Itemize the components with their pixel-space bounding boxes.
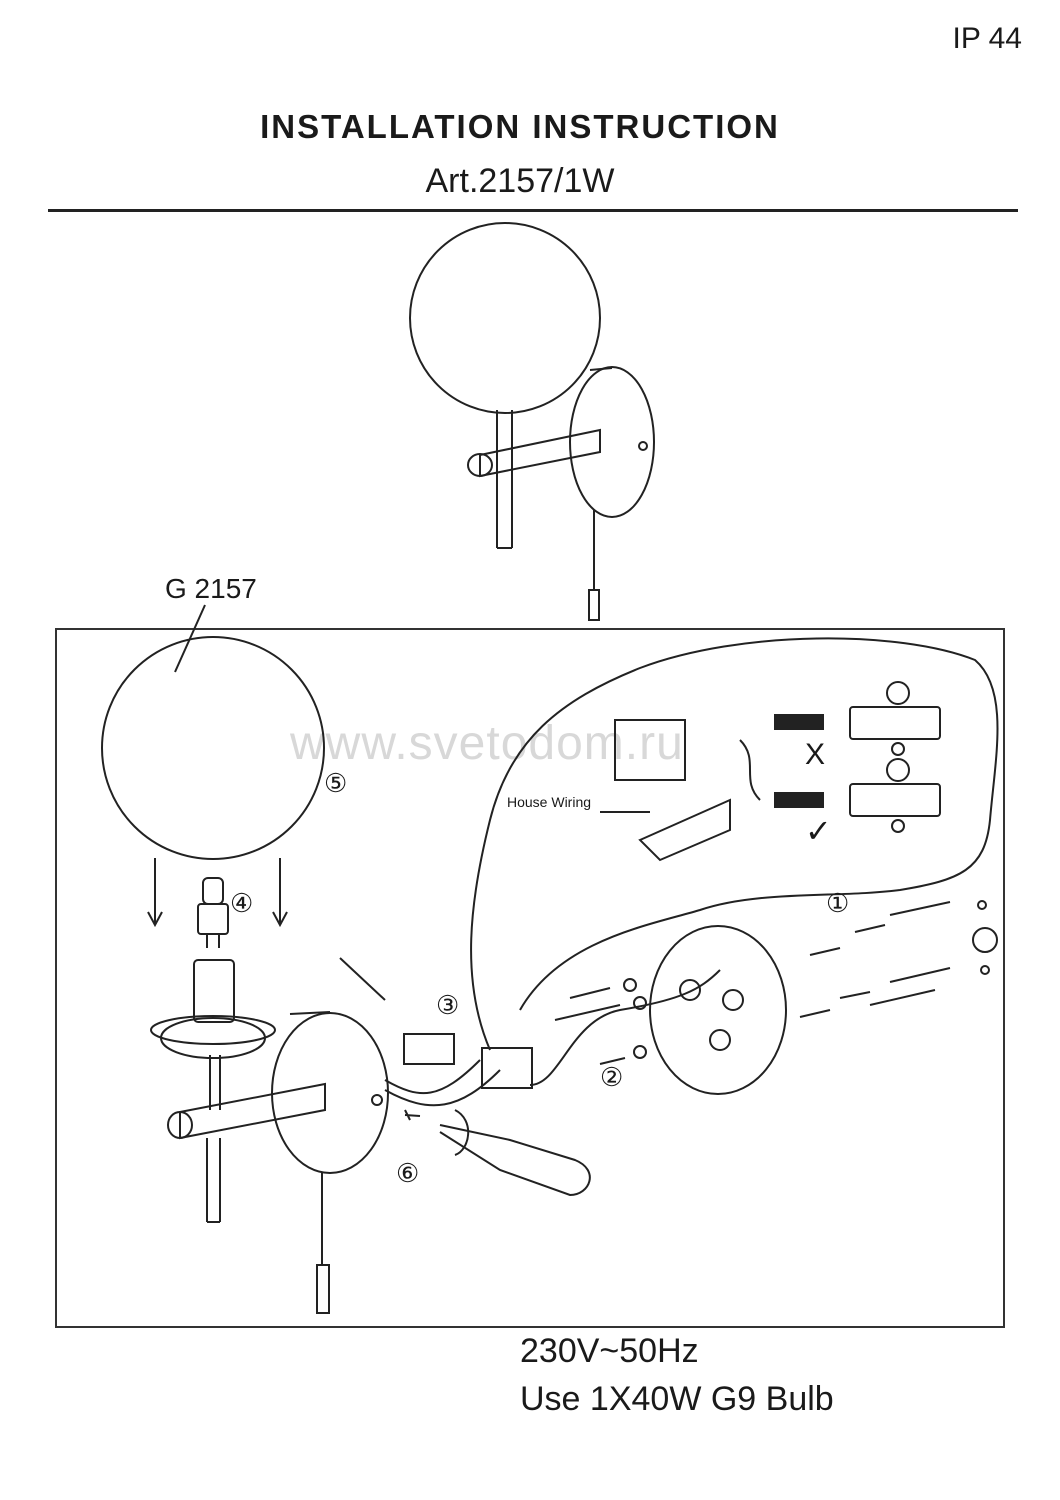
junction-box	[614, 719, 686, 781]
screwdriver	[439, 1124, 591, 1197]
correct-connection-mark: ✓	[805, 813, 832, 849]
step-2-label: ②	[600, 1062, 624, 1092]
step-6-label: ⑥	[396, 1158, 420, 1188]
wall-plate	[271, 1012, 389, 1174]
house-wiring-label: House Wiring	[507, 794, 592, 810]
watermark: www.svetodom.ru	[290, 717, 684, 770]
ip-rating: IP 44	[952, 22, 1022, 55]
article-number: Art.2157/1W	[425, 162, 615, 200]
terminal-block	[481, 1047, 533, 1089]
voltage-spec: 230V~50Hz	[520, 1332, 699, 1370]
exploded-diagram-frame	[55, 628, 1005, 1328]
detail-balloon	[470, 637, 999, 1051]
bulb-spec: Use 1X40W G9 Bulb	[520, 1380, 834, 1418]
bulb-socket	[193, 959, 235, 1023]
wrong-connection-mark: X	[805, 738, 826, 771]
wall-hole	[972, 927, 998, 953]
terminal-cover	[403, 1033, 455, 1065]
step-5-label: ⑤	[324, 768, 348, 798]
part-label: G 2157	[165, 573, 257, 604]
document-title: INSTALLATION INSTRUCTION	[260, 108, 780, 145]
glass-globe	[101, 636, 325, 860]
title-divider	[48, 209, 1018, 212]
step-3-label: ③	[436, 990, 460, 1020]
g9-bulb	[202, 877, 224, 905]
mounting-box	[649, 925, 787, 1095]
step-4-label: ④	[230, 888, 254, 918]
step-1-label: ①	[826, 888, 850, 918]
